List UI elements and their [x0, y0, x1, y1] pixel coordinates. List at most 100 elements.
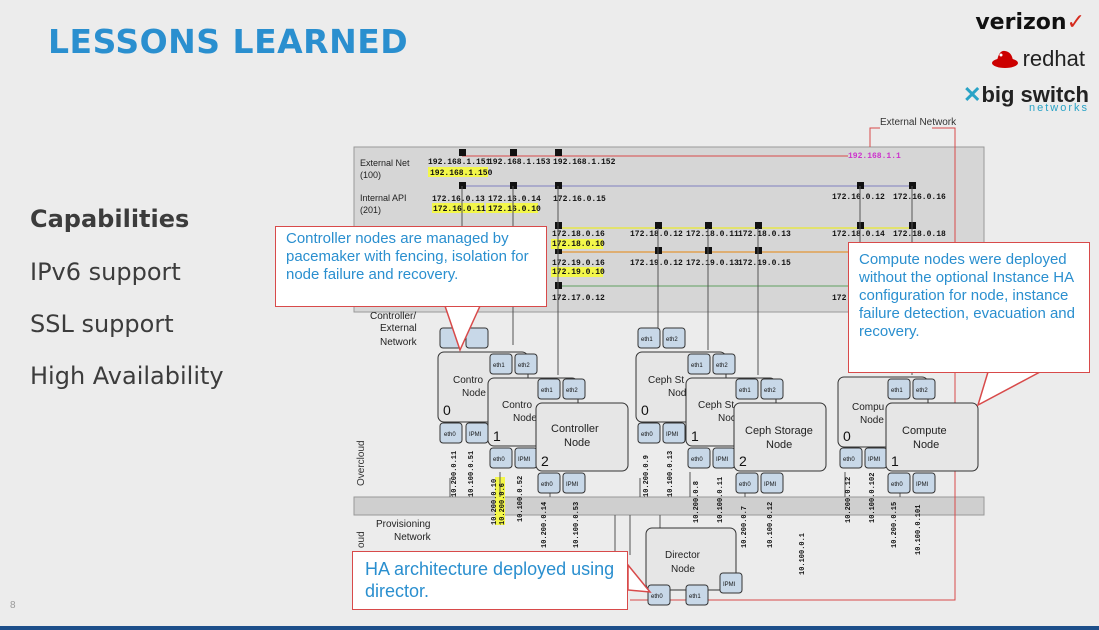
port-label: eth1 — [641, 337, 653, 343]
ip-label: 172.18.0.11 — [686, 230, 739, 239]
ip-label: 172.16.0.13 — [432, 195, 485, 204]
node-label: Node — [513, 413, 537, 424]
undercloud-label: oud — [356, 531, 367, 548]
ip-label: 172 — [832, 294, 847, 303]
capabilities-heading: Capabilities — [30, 205, 190, 233]
port-label: eth2 — [764, 388, 776, 394]
ip-label: 172.18.0.18 — [893, 230, 946, 239]
port-label: IPMI — [518, 457, 531, 463]
capability-item: SSL support — [30, 310, 174, 338]
external-net-vlan: (100) — [360, 170, 381, 180]
node-label: Contro — [453, 375, 483, 386]
ip-label: 192.168.1.151 — [428, 158, 491, 167]
bigswitch-logo: ✕big switch networks — [959, 82, 1089, 114]
node-label: Contro — [502, 400, 532, 411]
port-label: eth1 — [493, 363, 505, 369]
ip-label: 172.18.0.13 — [738, 230, 791, 239]
node-label: Node — [913, 439, 939, 451]
port-label: IPMI — [666, 432, 679, 438]
node-label: Node — [766, 439, 792, 451]
port-label: eth0 — [493, 457, 505, 463]
port-label: IPMI — [916, 482, 929, 488]
ip-label: 10.100.0.53 — [573, 502, 581, 548]
node-index: 0 — [641, 402, 649, 418]
node-label: Controller — [551, 423, 599, 435]
slide-title: LESSONS LEARNED — [48, 22, 409, 61]
compute-callout: Compute nodes were deployed without the … — [848, 242, 1090, 373]
ip-label: 10.200.0.8 — [693, 481, 701, 523]
port-label: IPMI — [469, 432, 482, 438]
node-index: 2 — [739, 453, 747, 469]
node-label: Compute — [902, 425, 947, 437]
port-label: eth0 — [891, 482, 903, 488]
port-label: eth1 — [891, 388, 903, 394]
page-number: 8 — [10, 600, 16, 611]
controller-callout-text: Controller nodes are managed by pacemake… — [286, 230, 529, 283]
node-label: Ceph Storage — [745, 425, 813, 437]
port-label: IPMI — [764, 482, 777, 488]
node-label: Noc — [718, 413, 736, 424]
ip-label: 192.168.1.153 — [488, 158, 551, 167]
node-index: 0 — [843, 428, 851, 444]
ip-label: 172.16.0.12 — [832, 193, 885, 202]
ip-label: 10.100.0.52 — [517, 476, 525, 522]
port-label: eth0 — [739, 482, 751, 488]
bigswitch-x-icon: ✕ — [963, 82, 982, 107]
controller-external-label-2: External — [380, 323, 417, 334]
port-label: IPMI — [716, 457, 729, 463]
controller-external-text: Controller/ — [370, 311, 416, 322]
ip-label: 172.19.0.15 — [738, 259, 791, 268]
node-label: Director — [665, 550, 701, 561]
ip-label: 10.200.0.15 — [891, 502, 899, 548]
ip-label: 172.16.0.15 — [553, 195, 606, 204]
port-label: eth0 — [651, 594, 663, 600]
node-label: Node — [671, 564, 695, 575]
port-label: eth0 — [843, 457, 855, 463]
ip-label: 192.168.1.1 — [848, 152, 901, 161]
capability-item: High Availability — [30, 362, 224, 390]
ip-label: 172.18.0.10 — [552, 240, 605, 249]
node-label: Node — [564, 437, 590, 449]
ip-label: 10.200.0.10 — [491, 479, 499, 525]
bigswitch-logo-sub: networks — [1028, 102, 1089, 114]
provisioning-bar — [353, 496, 985, 516]
ip-label: 172.18.0.12 — [630, 230, 683, 239]
controller-external-label-3: Network — [380, 337, 418, 348]
port-label: eth2 — [566, 388, 578, 394]
compute-callout-text: Compute nodes were deployed without the … — [859, 251, 1075, 340]
controller-callout: Controller nodes are managed by pacemake… — [275, 226, 547, 307]
controller-external-label: Controller/ — [370, 311, 416, 322]
node-label: Node — [462, 388, 486, 399]
ip-label: 172.16.0.16 — [893, 193, 946, 202]
redhat-logo: redhat — [991, 46, 1085, 72]
ip-label: 10.200.0.11 — [451, 451, 459, 497]
node-index: 2 — [541, 453, 549, 469]
external-net-label: External Net — [360, 158, 410, 168]
ip-label: 10.100.0.1 — [799, 533, 807, 575]
overcloud-label: Overcloud — [356, 440, 367, 486]
port-label: IPMI — [723, 582, 736, 588]
ip-label: 10.200.0.12 — [845, 477, 853, 523]
port-label: IPMI — [868, 457, 881, 463]
internal-api-vlan: (201) — [360, 205, 381, 215]
redhat-logo-text: redhat — [1022, 46, 1085, 71]
director-node: Director Node eth0 eth1 IPMI — [645, 527, 743, 606]
ip-label: 172.18.0.14 — [832, 230, 885, 239]
ip-label: 10.200.0.14 — [541, 502, 549, 548]
port-label: eth1 — [739, 388, 751, 394]
ip-label: 172.16.0.11 — [433, 205, 486, 214]
ip-label: 10.100.0.101 — [915, 505, 923, 555]
ip-label: 10.100.0.12 — [767, 502, 775, 548]
node-index: 1 — [493, 428, 501, 444]
node-label: Compu — [852, 402, 884, 413]
port-label: eth1 — [541, 388, 553, 394]
director-callout: HA architecture deployed using director. — [352, 551, 628, 610]
node-index: 1 — [891, 453, 899, 469]
ip-label: 10.200.0.9 — [643, 455, 651, 497]
ip-label: 172.19.0.12 — [630, 259, 683, 268]
ip-label: 192.168.1.152 — [553, 158, 616, 167]
ip-label: 10.200.0.7 — [741, 506, 749, 548]
bottom-bar — [0, 626, 1099, 630]
director-callout-text: HA architecture deployed using director. — [365, 559, 615, 601]
